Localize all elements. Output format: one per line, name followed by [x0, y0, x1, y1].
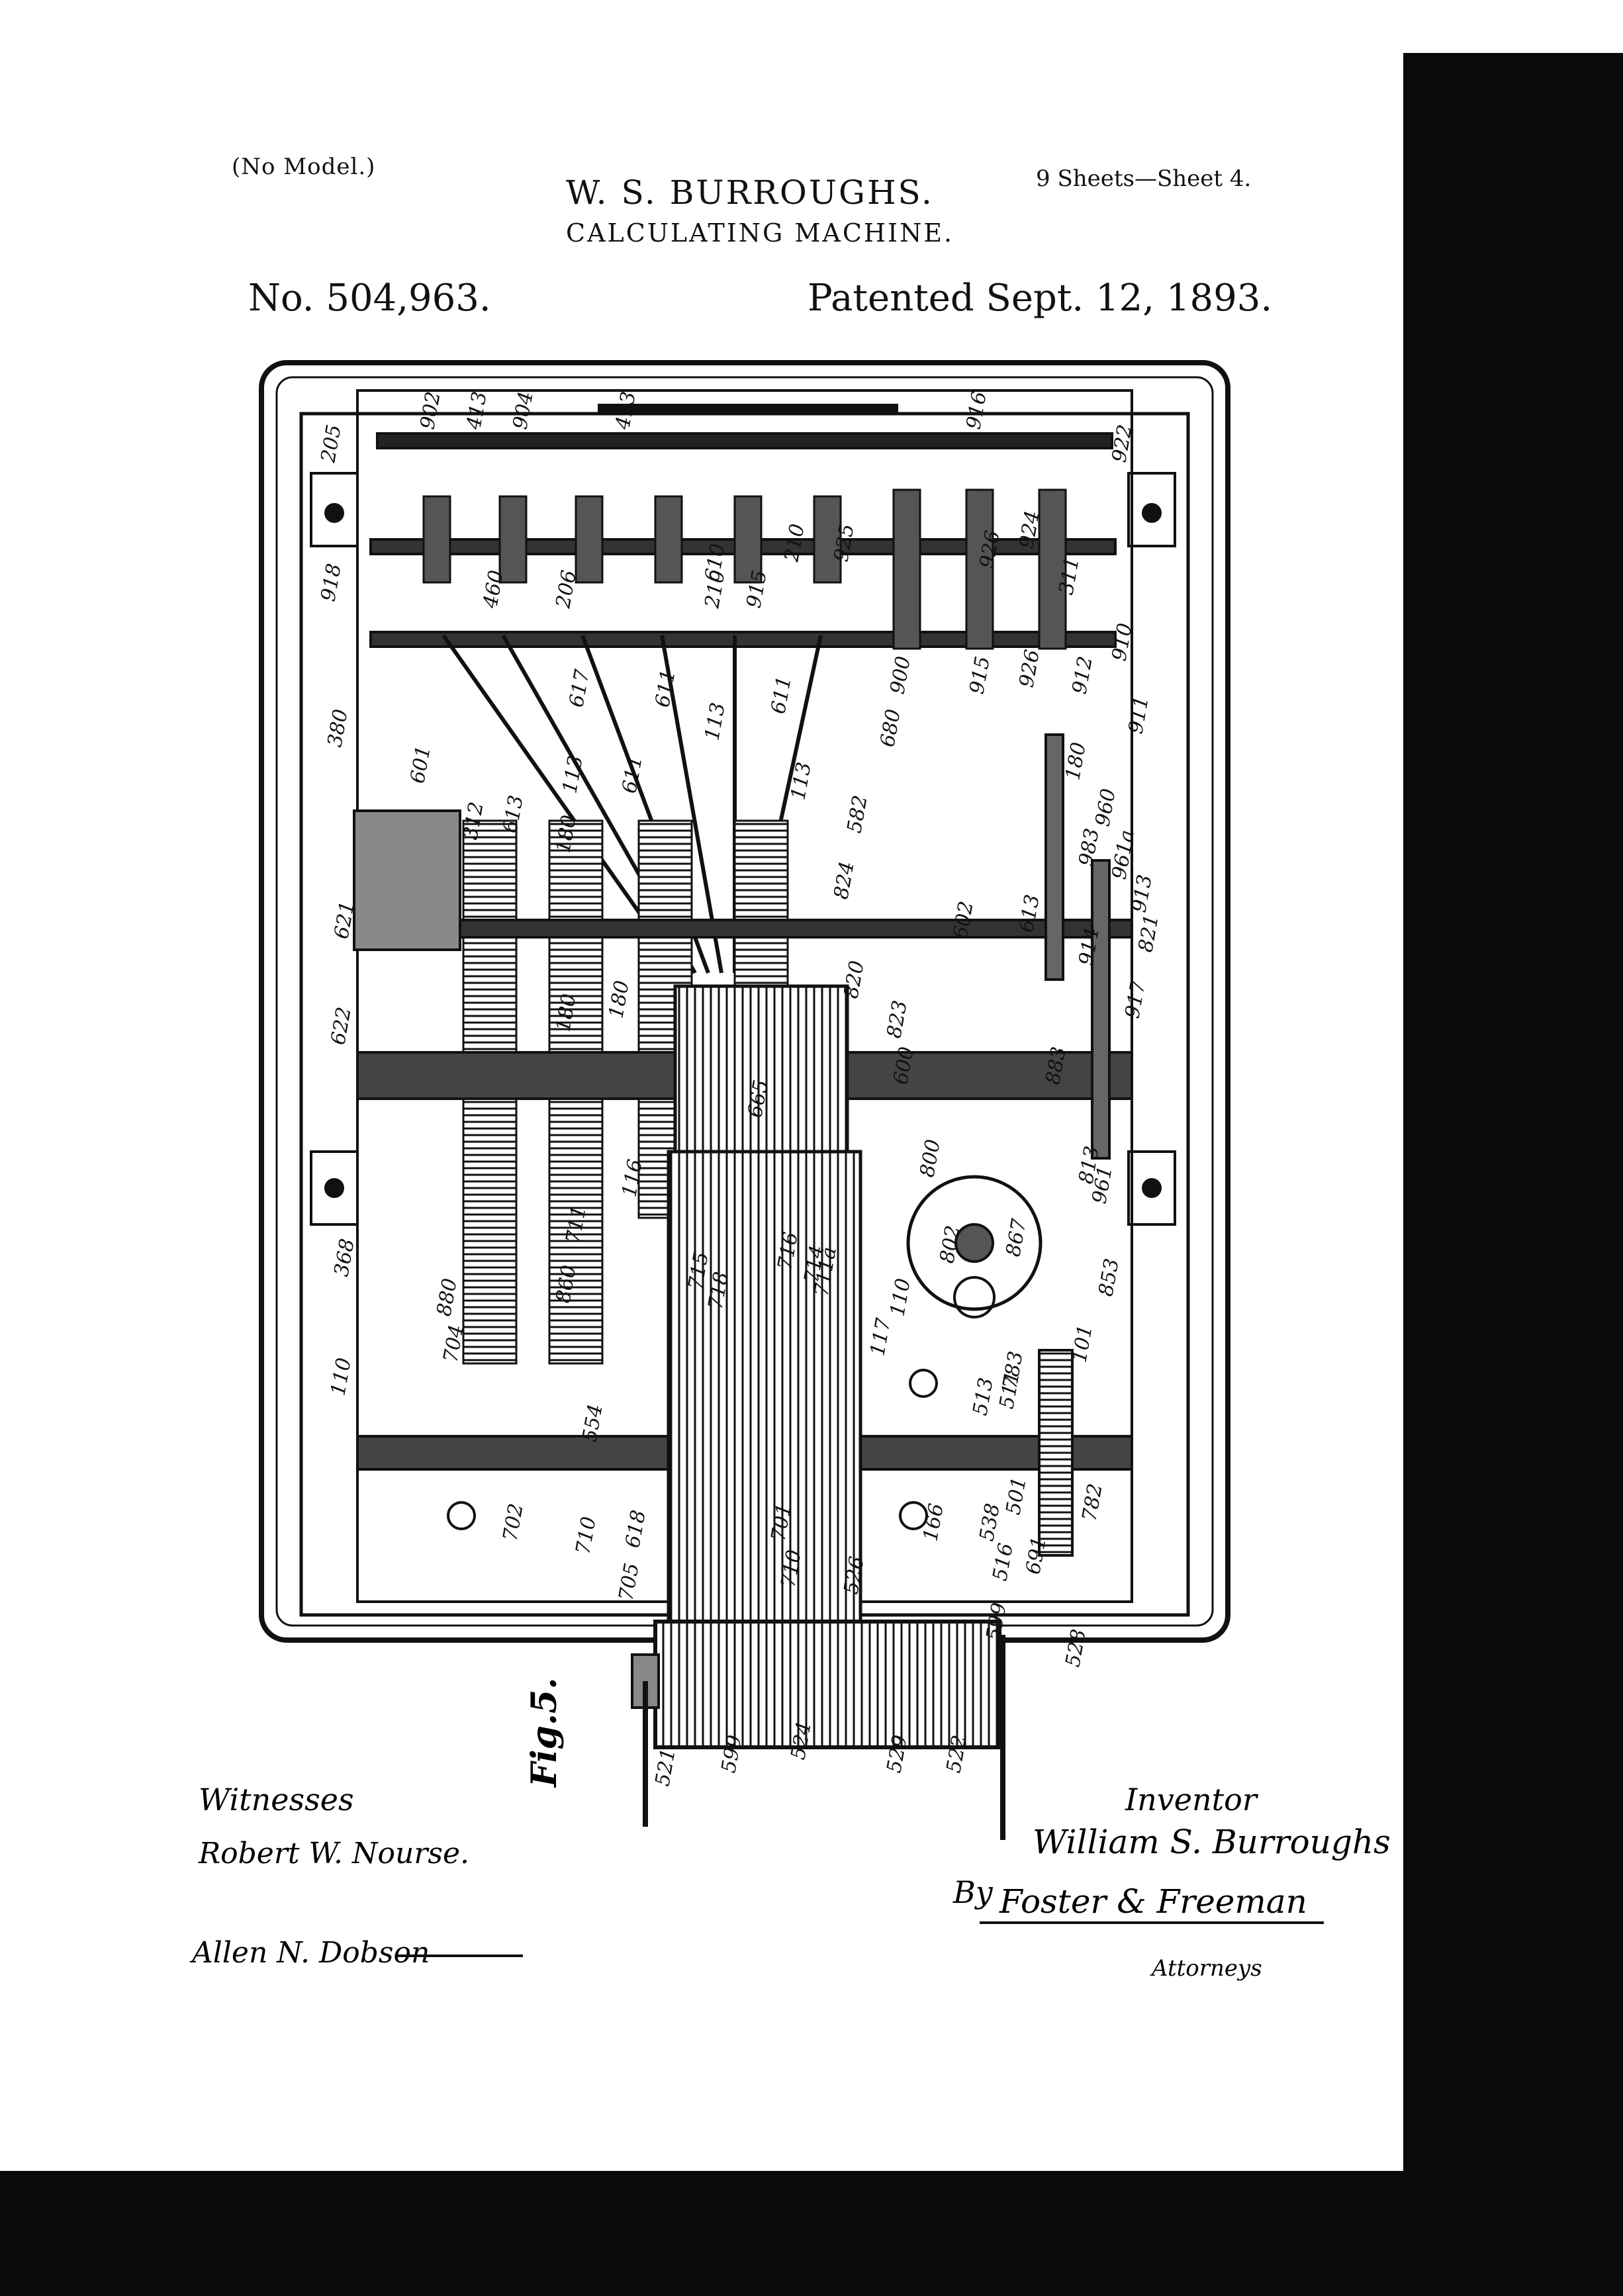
reference-numeral: 611: [766, 674, 796, 715]
reference-numeral: 180: [604, 979, 633, 1020]
reference-numeral: 380: [323, 708, 352, 749]
reference-numeral: 680: [876, 708, 905, 749]
reference-numeral: 206: [551, 569, 581, 610]
reference-numeral: 368: [330, 1237, 359, 1278]
reference-numeral: 702: [498, 1502, 528, 1543]
reference-numeral: 904: [508, 390, 537, 431]
reference-numeral: 516: [988, 1541, 1017, 1583]
reference-numeral: 413: [611, 390, 641, 432]
reference-numeral: 413: [462, 390, 492, 432]
inventor-signature: William S. Burroughs: [1033, 1823, 1391, 1861]
machine-drawing: [259, 360, 1230, 1840]
reference-numeral: 926: [1015, 648, 1044, 689]
inventor-label: Inventor: [1125, 1782, 1259, 1817]
reference-numeral: 110: [886, 1277, 915, 1318]
reference-numeral: 113: [700, 701, 729, 742]
reference-numeral: 617: [565, 667, 594, 709]
reference-numeral: 113: [558, 754, 587, 795]
scan-border-right: [1403, 53, 1623, 2296]
reference-numeral: 783: [998, 1350, 1027, 1391]
by-label: By: [952, 1874, 994, 1910]
reference-numeral: 501: [1001, 1475, 1031, 1516]
reference-numeral: 599: [982, 1601, 1011, 1642]
reference-numeral: 613: [498, 794, 528, 835]
reference-numeral: 117: [866, 1316, 896, 1357]
patent-number: No. 504,963.: [248, 277, 491, 320]
reference-numeral: 900: [886, 655, 915, 696]
reference-numeral: 824: [829, 860, 858, 901]
inventor-heading: W. S. BURROUGHS.: [566, 173, 934, 212]
reference-numeral: 611: [651, 668, 680, 709]
reference-numeral: 912: [1068, 655, 1097, 696]
reference-numeral: 601: [406, 744, 435, 785]
witness-signature-1: Robert W. Nourse.: [198, 1837, 469, 1870]
reference-numeral: 800: [915, 1138, 945, 1179]
no-model-label: (No Model.): [232, 154, 376, 180]
reference-numeral: 902: [416, 390, 445, 431]
witnesses-label: Witnesses: [199, 1782, 354, 1817]
reference-numeral: 705: [614, 1561, 643, 1602]
sheet-count: 9 Sheets—Sheet 4.: [1036, 165, 1252, 192]
reference-numeral: 110: [326, 1356, 355, 1397]
reference-numeral: 691: [1021, 1535, 1050, 1576]
reference-numeral: 582: [843, 794, 872, 835]
reference-numeral: 916: [962, 390, 991, 431]
reference-numeral: 528: [1061, 1628, 1090, 1669]
reference-numeral: 918: [316, 562, 346, 603]
reference-numeral: 611: [618, 754, 647, 795]
reference-numeral: 210: [780, 522, 810, 564]
attorneys-label: Attorneys: [1150, 1955, 1262, 1982]
reference-numeral: 618: [621, 1508, 650, 1549]
reference-numeral: 880: [432, 1277, 461, 1318]
reference-numeral: 710: [571, 1515, 600, 1556]
invention-title: CALCULATING MACHINE.: [566, 218, 954, 248]
reference-numeral: 820: [839, 959, 868, 1000]
patent-date: Patented Sept. 12, 1893.: [808, 277, 1273, 320]
figure-label: Fig.5.: [524, 1678, 565, 1788]
scan-border-bottom: [0, 2171, 1623, 2296]
reference-numeral: 101: [1068, 1323, 1097, 1364]
reference-numeral: 622: [326, 1005, 355, 1046]
reference-numeral: 782: [1078, 1482, 1107, 1523]
reference-numeral: 867: [1001, 1217, 1031, 1258]
attorneys-signature: Foster & Freeman: [999, 1882, 1307, 1921]
reference-numeral: 915: [965, 655, 994, 696]
reference-numeral: 538: [975, 1502, 1004, 1543]
reference-numeral: 853: [1094, 1257, 1123, 1298]
reference-numeral: 821: [1134, 913, 1163, 954]
reference-numeral: 180: [1061, 741, 1090, 782]
reference-numeral: 823: [882, 999, 911, 1040]
reference-numeral: 911: [1124, 694, 1153, 735]
reference-numeral: 460: [479, 569, 508, 610]
reference-numeral: 513: [968, 1376, 997, 1417]
reference-numeral: 802: [935, 1224, 964, 1265]
witness-signature-2: Allen N. Dobson: [189, 1936, 430, 1970]
reference-numeral: 205: [316, 423, 346, 465]
reference-numeral: 917: [1121, 978, 1150, 1020]
reference-numeral: 960: [1091, 787, 1120, 828]
reference-numeral: 521: [651, 1747, 680, 1788]
